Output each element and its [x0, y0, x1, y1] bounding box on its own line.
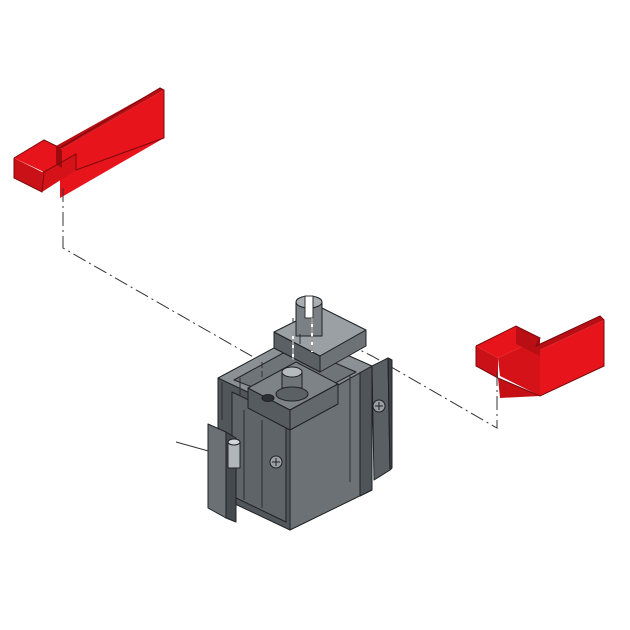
- right-red-bracket: [475, 315, 605, 398]
- unit-top-hole: [261, 394, 275, 402]
- guide-line-left: [62, 188, 263, 376]
- unit-plunger-cap: [281, 366, 303, 378]
- right-bracket-inner-wall: [516, 326, 540, 356]
- left-bracket-foot-side: [42, 154, 76, 192]
- left-bracket-foot-front: [14, 158, 42, 192]
- right-bracket-step-front: [476, 346, 498, 378]
- unit-rear-post-slot: [304, 295, 314, 319]
- unit-right-rail-edge: [387, 357, 393, 471]
- unit-top-block-side: [289, 383, 339, 431]
- screw-slot: [272, 458, 280, 466]
- right-bracket-top-lip: [536, 316, 604, 350]
- unit-plunger-base: [275, 386, 309, 402]
- leader-line: [175, 441, 213, 453]
- unit-rear-housing-side: [319, 329, 367, 373]
- left-bracket-outline: [13, 87, 165, 193]
- guide-line-overlays-dark: [261, 318, 313, 380]
- right-bracket-upper-plate: [540, 320, 604, 396]
- unit-latch: [227, 441, 241, 469]
- left-red-bracket: [13, 87, 165, 198]
- right-bracket-lower-plate: [498, 338, 540, 396]
- mechanism-unit: [207, 295, 393, 531]
- unit-right-face-shade: [359, 365, 373, 497]
- unit-left-plate: [207, 423, 227, 519]
- right-bracket-outline: [475, 315, 605, 397]
- unit-latch-cap: [227, 438, 241, 446]
- unit-rear-post: [295, 301, 323, 337]
- unit-right-rail: [371, 357, 391, 481]
- unit-detail-lines: [221, 334, 351, 508]
- left-bracket-plate: [60, 90, 164, 198]
- screw-slot: [375, 402, 383, 410]
